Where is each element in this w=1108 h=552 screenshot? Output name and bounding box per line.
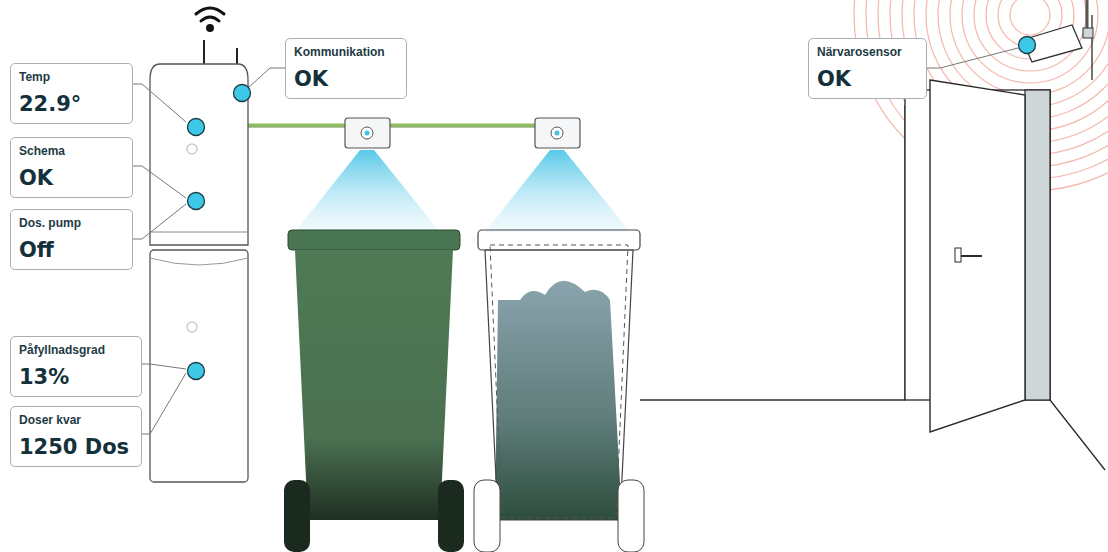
- antenna: [236, 48, 238, 64]
- status-label: Närvarosensor: [817, 44, 918, 60]
- status-value: 22.9°: [19, 89, 124, 119]
- status-value: Off: [19, 235, 124, 265]
- antenna: [203, 40, 205, 64]
- door: [905, 80, 1050, 432]
- status-value: 13%: [19, 362, 133, 392]
- status-label: Kommunikation: [294, 44, 398, 60]
- status-label: Temp: [19, 69, 124, 85]
- status-label: Påfyllnadsgrad: [19, 342, 133, 358]
- spray: [295, 150, 440, 232]
- status-label: Doser kvar: [19, 412, 133, 428]
- status-value: OK: [19, 163, 124, 193]
- status-value: OK: [817, 64, 918, 94]
- pipe: [248, 127, 560, 128]
- see-through-bin: [474, 230, 644, 552]
- status-dot: [188, 37, 1036, 380]
- spray: [485, 150, 630, 232]
- status-value: OK: [294, 64, 398, 94]
- status-label: Schema: [19, 143, 124, 159]
- status-callout: Temp 22.9°: [10, 63, 133, 124]
- status-callout: SchemaOK: [10, 137, 133, 198]
- status-value: 1250 Dos: [19, 432, 133, 462]
- status-label: Dos. pump: [19, 215, 124, 231]
- green-bin: [284, 230, 464, 552]
- pipe: [248, 124, 560, 127]
- dosing-cabinet: [150, 64, 248, 482]
- wifi-icon: [196, 8, 224, 31]
- status-callout: Påfyllnadsgrad 13%: [10, 336, 142, 397]
- nozzle: [345, 118, 580, 148]
- presence-sensor: [1022, 0, 1093, 62]
- status-callout: Doser kvar 1250 Dos: [10, 406, 142, 467]
- leader-line: [131, 48, 1018, 434]
- room-lines: [640, 15, 1105, 470]
- status-callout: NärvarosensorOK: [808, 38, 927, 99]
- status-callout: KommunikationOK: [285, 38, 407, 99]
- status-callout: Dos. pumpOff: [10, 209, 133, 270]
